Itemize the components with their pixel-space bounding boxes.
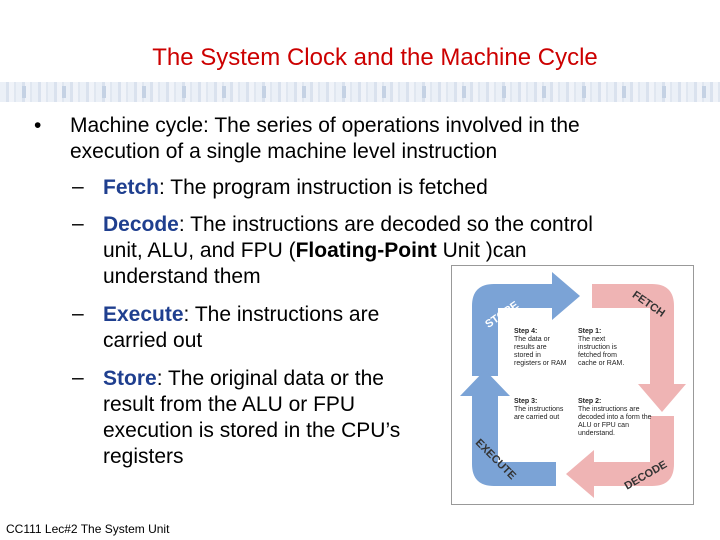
header-band-pattern xyxy=(0,86,720,98)
decode-line-3: understand them xyxy=(103,265,261,288)
step-1-line: The next xyxy=(578,336,606,343)
decode-line-1: Decode: The instructions are decoded so … xyxy=(103,212,593,238)
step-2-line: decoded into a form the xyxy=(578,414,652,421)
step-3-line: are carried out xyxy=(514,414,560,421)
step-4-line: results are xyxy=(514,344,547,351)
decode-bold: Floating-Point xyxy=(295,239,437,262)
store-line-2: result from the ALU or FPU xyxy=(103,393,356,416)
step-1-line: instruction is xyxy=(578,344,617,351)
dash-execute: – xyxy=(72,302,84,325)
step-1-title: Step 1: xyxy=(578,328,602,335)
store-line-4: registers xyxy=(103,445,184,468)
step-4-line: stored in xyxy=(514,352,541,359)
decode-term: Decode xyxy=(103,213,179,236)
step-4-line: registers or RAM xyxy=(514,360,567,367)
footer-text: CC111 Lec#2 The System Unit xyxy=(6,522,170,536)
step-1-line: cache or RAM. xyxy=(578,360,625,367)
bullet-dot: • xyxy=(34,114,42,137)
store-arrow xyxy=(472,272,580,376)
fetch-item: Fetch: The program instruction is fetche… xyxy=(103,175,488,201)
fetch-text: : The program instruction is fetched xyxy=(159,176,488,199)
store-line-1: Store: The original data or the xyxy=(103,366,384,392)
step-2-line: understand. xyxy=(578,430,615,437)
store-line-3: execution is stored in the CPU’s xyxy=(103,419,401,442)
decode-text-2b: Unit )can xyxy=(436,239,527,262)
dash-fetch: – xyxy=(72,175,84,198)
step-2-title: Step 2: xyxy=(578,398,602,405)
decode-arrow xyxy=(566,416,674,498)
step-1: Step 1: The next instruction is fetched … xyxy=(578,328,624,368)
decode-text-1: : The instructions are decoded so the co… xyxy=(178,213,593,236)
bullet-line-1: Machine cycle: The series of operations … xyxy=(70,114,580,137)
decode-line-2: unit, ALU, and FPU (Floating-Point Unit … xyxy=(103,238,527,264)
slide-title: The System Clock and the Machine Cycle xyxy=(152,44,598,71)
execute-line-2: carried out xyxy=(103,329,203,352)
decode-text-2: unit, ALU, and FPU ( xyxy=(103,239,296,262)
step-2-line: The instructions are xyxy=(578,406,640,413)
dash-decode: – xyxy=(72,212,84,235)
store-text-1: : The original data or the xyxy=(156,367,384,390)
step-4: Step 4: The data or results are stored i… xyxy=(514,328,567,368)
step-3-title: Step 3: xyxy=(514,398,538,405)
step-4-line: The data or xyxy=(514,336,550,343)
machine-cycle-diagram: STORE FETCH EXECUTE DECODE Step 4: The d… xyxy=(451,265,694,505)
cycle-arrows: STORE FETCH EXECUTE DECODE xyxy=(460,272,686,498)
step-4-title: Step 4: xyxy=(514,328,538,335)
step-2: Step 2: The instructions are decoded int… xyxy=(578,398,652,438)
dash-store: – xyxy=(72,366,84,389)
step-3: Step 3: The instructions are carried out xyxy=(514,398,563,422)
step-1-line: fetched from xyxy=(578,352,617,359)
fetch-arrow xyxy=(592,284,686,412)
store-term: Store xyxy=(103,367,157,390)
execute-term: Execute xyxy=(103,303,184,326)
bullet-line-2: execution of a single machine level inst… xyxy=(70,140,498,163)
fetch-term: Fetch xyxy=(103,176,160,199)
step-2-line: ALU or FPU can xyxy=(578,422,629,429)
execute-line-1: Execute: The instructions are xyxy=(103,302,379,328)
execute-text-1: : The instructions are xyxy=(183,303,380,326)
execute-arrow xyxy=(460,370,556,486)
step-3-line: The instructions xyxy=(514,406,564,413)
